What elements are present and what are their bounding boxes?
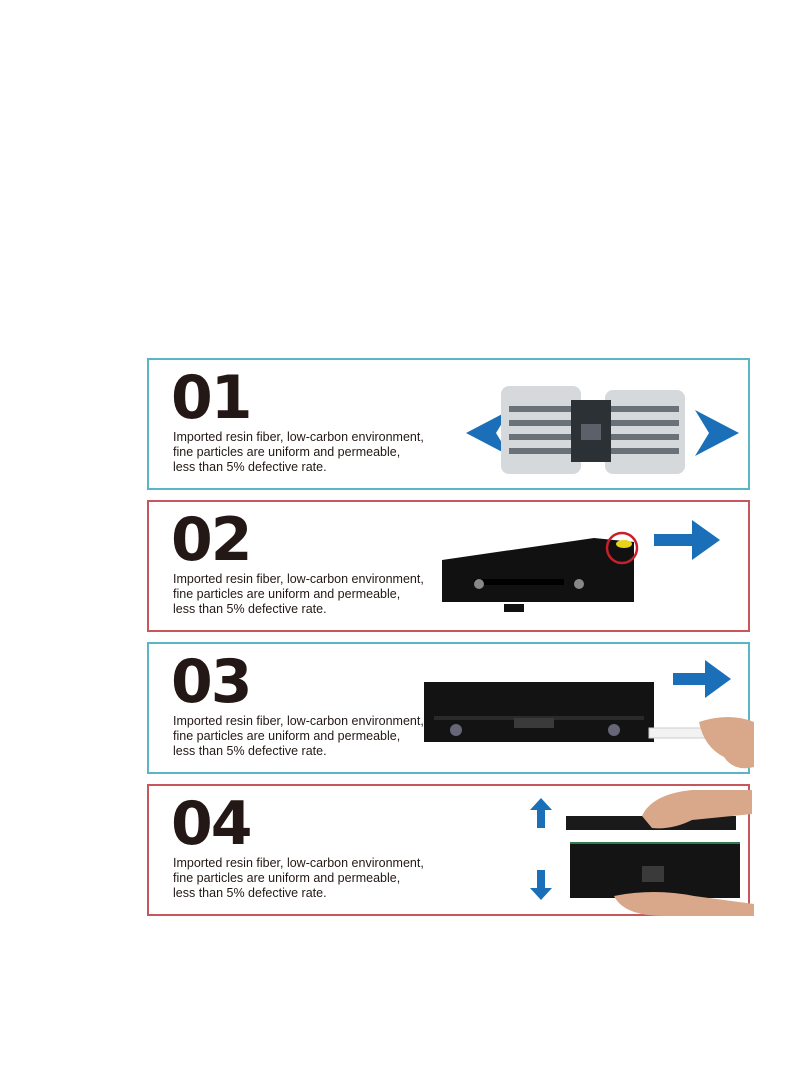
toner-cartridge-cover-image	[566, 790, 754, 916]
step-panel-03: 03 Imported resin fiber, low-carbon envi…	[147, 642, 754, 774]
arrow-left-icon	[466, 410, 510, 456]
step-panel-02: 02 Imported resin fiber, low-carbon envi…	[147, 500, 750, 632]
step-description: Imported resin fiber, low-carbon environ…	[173, 572, 424, 616]
step-description: Imported resin fiber, low-carbon environ…	[173, 430, 424, 474]
step-number: 01	[171, 363, 252, 433]
bubble-wrapped-cartridge-image	[501, 386, 685, 474]
step-description: Imported resin fiber, low-carbon environ…	[173, 714, 424, 758]
step-number: 04	[171, 789, 252, 859]
arrow-right-icon	[695, 410, 739, 456]
step-number: 02	[171, 505, 252, 575]
step-panel-01: 01 Imported resin fiber, low-carbon envi…	[147, 358, 750, 490]
step-panel-04: 04 Imported resin fiber, low-carbon envi…	[147, 784, 754, 916]
toner-cartridge-image	[442, 531, 639, 612]
arrow-up-icon	[530, 798, 552, 828]
arrow-right-icon	[654, 520, 720, 560]
step-number: 03	[171, 647, 252, 717]
toner-cartridge-image	[424, 682, 754, 769]
arrow-right-icon	[673, 660, 731, 698]
arrow-down-icon	[530, 870, 552, 900]
step-description: Imported resin fiber, low-carbon environ…	[173, 856, 424, 900]
